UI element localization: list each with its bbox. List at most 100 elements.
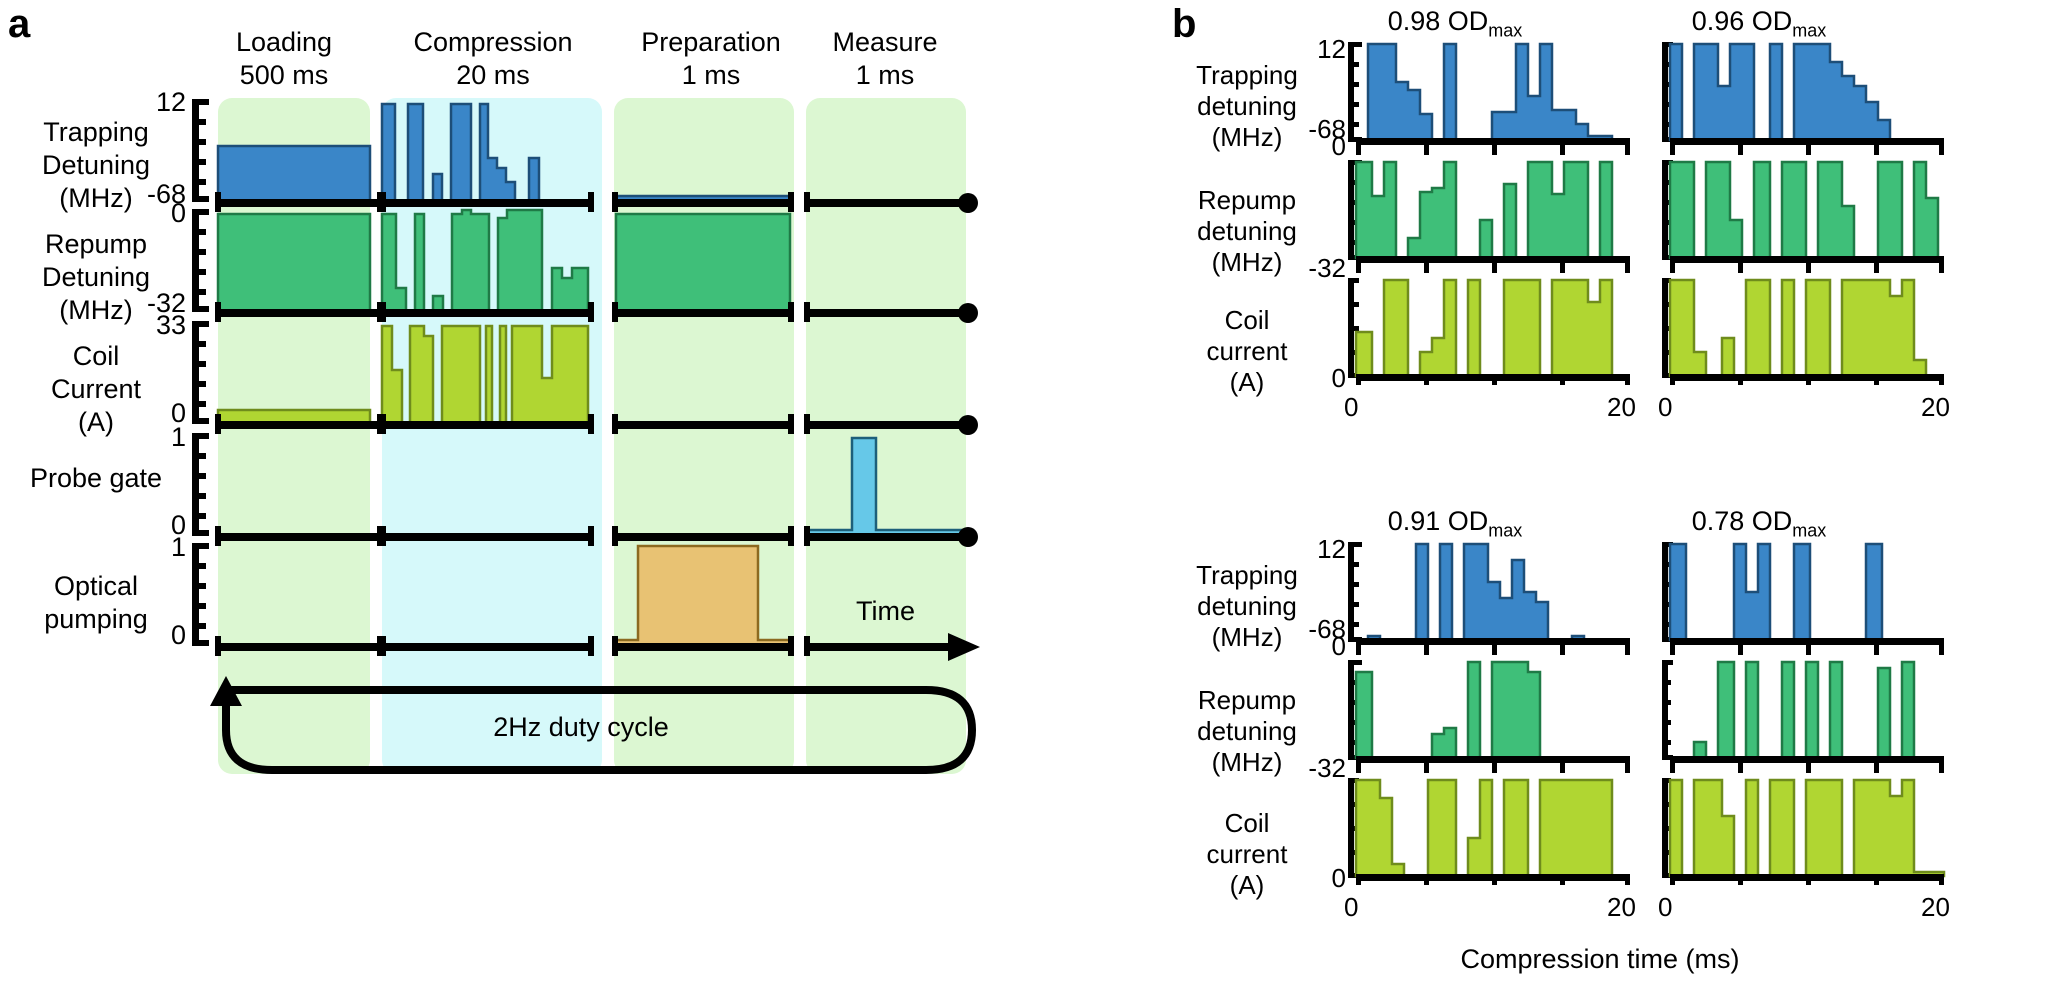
stage-header-measure: Measure 1 ms [806, 26, 964, 92]
stage-name-preparation: Preparation [641, 27, 781, 57]
duty-cycle-loop [210, 676, 976, 774]
b-trapping-b3: (MHz) [1211, 622, 1283, 653]
subplot-1-coil [1348, 278, 1630, 385]
b-trapping-b2: detuning [1197, 591, 1297, 622]
subplot-1-value: 0.98 [1387, 6, 1441, 36]
b-row-label-repump-top: Repump detuning (MHz) [1152, 185, 1342, 279]
subplot-1-sub: max [1488, 20, 1523, 41]
b-row-label-trapping-top: Trapping detuning (MHz) [1152, 60, 1342, 154]
subplot-1-repump [1348, 160, 1630, 273]
stage-header-preparation: Preparation 1 ms [616, 26, 806, 92]
stage-name-measure: Measure [832, 27, 938, 57]
panel-b-letter: b [1172, 2, 1197, 46]
b-xtick-0-sub3: 0 [1344, 892, 1359, 922]
row-label-trapping-l3: (MHz) [59, 182, 133, 213]
ytick-coil-min: 0 [170, 398, 186, 428]
stage-header-loading: Loading 500 ms [196, 26, 372, 92]
b-trapping-l1: Trapping [1196, 60, 1298, 90]
ytick-coil-max: 33 [155, 310, 186, 340]
row-label-coil: Coil Current (A) [4, 340, 188, 439]
subplot-3-repump [1348, 660, 1630, 773]
subplot-4 [1662, 542, 1946, 885]
b-ytick-coil-min-bottom: 0 [1331, 863, 1346, 893]
subplot-2-coil [1662, 278, 1944, 385]
b-trapping-l2: detuning [1197, 91, 1297, 122]
b-xtick-20-sub2: 20 [1921, 392, 1950, 422]
b-xtick-0-sub1: 0 [1344, 392, 1359, 422]
ytick-optical-min: 0 [170, 620, 186, 650]
subplot-2-trapping [1662, 42, 1944, 155]
subplot-2-sub: max [1792, 20, 1827, 41]
stage-header-compression: Compression 20 ms [374, 26, 612, 92]
b-coil-b2: current [1206, 839, 1288, 870]
b-trapping-l3: (MHz) [1211, 122, 1283, 153]
row-label-optical-l1: Optical [53, 571, 139, 601]
b-ytick-coil-min-top: 0 [1331, 363, 1346, 393]
stage-bg-loading [218, 98, 370, 774]
subplot-title-3: 0.91 ODmax [1350, 506, 1560, 541]
row-label-optical-l2: pumping [44, 603, 148, 634]
b-ytick-trapping-min-bottom: -68 [1308, 614, 1346, 644]
row-label-probe-l1: Probe gate [29, 463, 163, 493]
stage-bg-measure [806, 98, 966, 774]
b-repump-b2: detuning [1197, 716, 1297, 747]
subplot-3-unit: OD [1447, 506, 1489, 536]
row-label-trapping: Trapping Detuning (MHz) [4, 116, 188, 215]
b-repump-l2: detuning [1197, 216, 1297, 247]
b-ytick-repump-max-top: 0 [1331, 131, 1346, 161]
subplot-title-4: 0.78 ODmax [1654, 506, 1864, 540]
subplot-1-trapping [1348, 42, 1630, 155]
subplot-3 [1348, 542, 1630, 885]
b-xtick-20-sub1: 20 [1607, 392, 1636, 422]
b-xtick-20-sub3: 20 [1607, 892, 1636, 922]
subplot-2-unit: OD [1751, 6, 1793, 36]
b-coil-l3: (A) [1229, 367, 1265, 398]
subplot-3-coil [1348, 778, 1630, 885]
ytick-trapping-max: 12 [155, 87, 186, 117]
b-row-label-coil-top: Coil current (A) [1152, 305, 1342, 399]
subplot-title-2: 0.96 ODmax [1654, 6, 1864, 41]
b-ytick-repump-min-bottom: -32 [1308, 753, 1346, 783]
b-coil-b1: Coil [1224, 808, 1270, 838]
panel-a-letter: a [8, 2, 31, 46]
waveform-optical-row [192, 543, 980, 661]
row-label-repump-l3: (MHz) [59, 294, 133, 325]
stage-duration-measure: 1 ms [855, 59, 915, 90]
b-row-label-trapping-bottom: Trapping detuning (MHz) [1152, 560, 1342, 654]
b-repump-l3: (MHz) [1211, 247, 1283, 278]
panel-a: a Loading 500 ms Compression 20 ms Prepa… [0, 0, 980, 1006]
subplot-4-coil [1662, 778, 1946, 885]
waveform-repump-row [192, 208, 978, 323]
ytick-trapping-min: -68 [146, 179, 186, 209]
row-label-repump-l2: Detuning [41, 261, 151, 292]
ytick-repump-max: 0 [170, 198, 186, 228]
row-label-trapping-l2: Detuning [41, 149, 151, 180]
stage-duration-preparation: 1 ms [681, 59, 741, 90]
subplot-3-trapping [1348, 542, 1630, 655]
b-coil-l2: current [1206, 336, 1288, 367]
b-ytick-repump-max-bottom: 0 [1331, 631, 1346, 661]
ytick-probe-min: 0 [170, 510, 186, 540]
row-label-coil-l1: Coil [72, 341, 120, 371]
b-xtick-0-sub4: 0 [1658, 892, 1673, 922]
waveform-trapping-row [192, 99, 978, 213]
subplot-1 [1348, 42, 1630, 385]
waveform-probe-row [192, 433, 978, 547]
subplot-3-sub: max [1488, 520, 1523, 541]
subplot-4-trapping [1662, 542, 1944, 655]
subplot-4-unit: OD [1751, 506, 1793, 536]
row-label-repump-l1: Repump [44, 229, 148, 259]
subplot-2-repump [1662, 160, 1944, 273]
row-label-repump: Repump Detuning (MHz) [4, 228, 188, 327]
b-xtick-20-sub4: 20 [1921, 892, 1950, 922]
b-trapping-b1: Trapping [1196, 560, 1298, 590]
ytick-probe-max: 1 [170, 422, 186, 452]
subplot-4-value: 0.78 [1691, 506, 1745, 536]
stage-duration-compression: 20 ms [456, 59, 530, 90]
b-repump-b1: Repump [1197, 685, 1297, 715]
row-label-probe: Probe gate [4, 462, 188, 495]
subplot-3-value: 0.91 [1387, 506, 1441, 536]
subplot-4-repump [1662, 660, 1944, 773]
b-ytick-repump-min-top: -32 [1308, 253, 1346, 283]
